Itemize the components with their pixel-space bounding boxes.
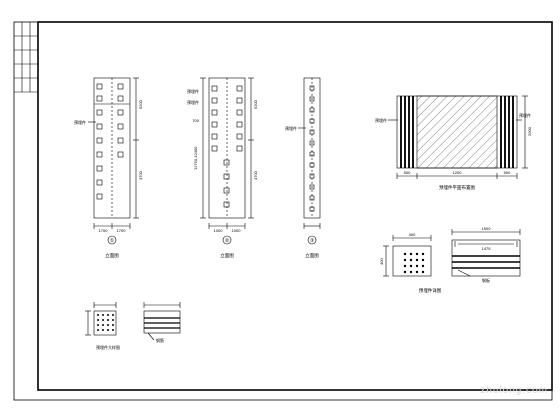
- slab-plan-bottom-dim-left: 500: [404, 170, 411, 175]
- elevation-2-left-label-3: 700: [192, 118, 199, 123]
- elevation-3-mark: ③: [310, 238, 315, 244]
- slab-plan-left-bars: [400, 96, 414, 168]
- slab-plan-bottom-dim-mid: 1200: [453, 170, 463, 175]
- detail-b-caption: 预埋件详图: [419, 287, 442, 294]
- elevation-3-embed-plates: [309, 85, 315, 212]
- elevation-2-embed-plates: [211, 85, 243, 208]
- small-detail-a-bolt-grid: [97, 314, 114, 331]
- elevation-2-mark: ②: [225, 238, 230, 244]
- elevation-1: [88, 77, 139, 245]
- small-detail-b-label: 钢筋: [156, 337, 164, 343]
- elevation-2: [200, 77, 254, 245]
- elevation-1-caption: 立面图: [105, 252, 119, 259]
- elevation-1-bottom-dim-left: 1700: [99, 228, 109, 233]
- slab-plan-left-label: 预埋件: [375, 117, 387, 123]
- sheet-frame: [13, 21, 553, 401]
- elevation-1-bottom-dim-right: 1700: [117, 228, 127, 233]
- elevation-1-mark: ①: [110, 238, 115, 244]
- elevation-2-bottom-dim-left: 1000: [214, 228, 224, 233]
- slab-plan-right-label: 预埋件: [519, 112, 531, 118]
- elevation-2-bottom-dim-right: 1000: [232, 228, 242, 233]
- elevation-2-left-dim: 12750,12400: [193, 146, 198, 170]
- slab-plan-right-dim: 2000: [527, 126, 532, 136]
- elevation-2-caption: 立面图: [220, 252, 234, 259]
- elevation-3-caption: 立面图: [305, 252, 319, 259]
- small-detail-a: [85, 302, 117, 336]
- elevation-2-left-label-1: 预埋件: [187, 88, 199, 94]
- elevation-2-left-label-2: 预埋件: [187, 99, 199, 105]
- slab-plan: [388, 95, 528, 179]
- elevation-3-left-label: 预埋件: [285, 125, 297, 131]
- small-detail-a-caption: 预埋件大样图: [96, 344, 120, 350]
- slab-plan-right-bars: [500, 96, 514, 168]
- detail-a-bolt-grid: [403, 252, 425, 274]
- elevation-1-right-dim-upper: 5200: [138, 99, 143, 109]
- slab-plan-bottom-dim-right: 500: [504, 170, 511, 175]
- detail-b: [451, 229, 521, 277]
- elevation-2-right-dim-lower: 4700: [253, 170, 258, 180]
- elevation-1-right-dim-lower: 4700: [138, 170, 143, 180]
- watermark: zhulong.com: [480, 385, 548, 396]
- detail-a-left-dim: 400: [379, 258, 384, 265]
- small-detail-b: [143, 302, 181, 341]
- detail-b-top-dim: 1500: [482, 226, 492, 231]
- elevation-3: [298, 77, 321, 245]
- detail-a: [383, 235, 432, 277]
- elevation-1-left-label: 预埋件: [74, 119, 86, 125]
- detail-b-inner-dim: 1475: [482, 246, 492, 251]
- slab-plan-caption: 预埋件平面布置图: [439, 184, 475, 191]
- elevation-2-right-dim-upper: 5200: [253, 99, 258, 109]
- elevation-1-embed-plates: [96, 83, 124, 200]
- detail-a-top-dim: 400: [409, 232, 416, 237]
- detail-b-bottom-label: 钢板: [482, 277, 490, 283]
